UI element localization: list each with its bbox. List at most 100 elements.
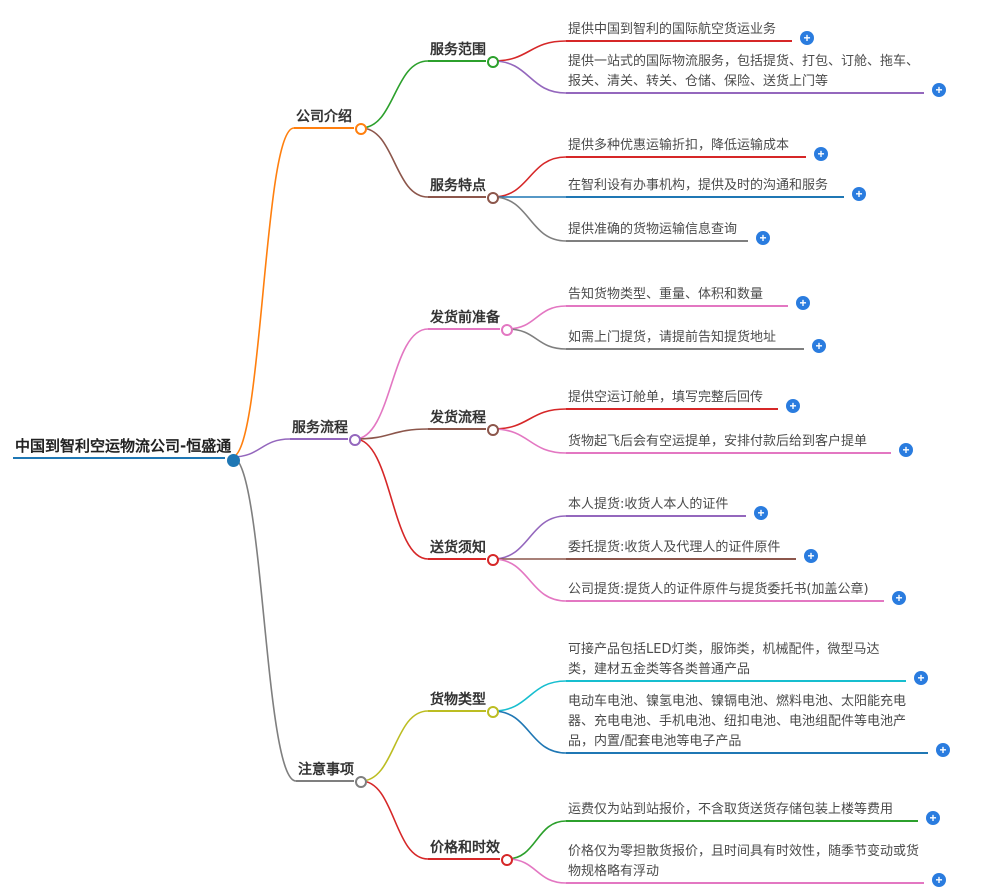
leaf-node[interactable]: 运费仅为站到站报价，不含取货送货存储包装上楼等费用 + xyxy=(566,800,940,825)
add-button[interactable]: + xyxy=(796,296,810,310)
leaf-node[interactable]: 在智利设有办事机构，提供及时的沟通和服务 + xyxy=(566,176,866,201)
leaf-label: 本人提货:收货人本人的证件 xyxy=(566,495,746,517)
leaf-node[interactable]: 电动车电池、镍氢电池、镍镉电池、燃料电池、太阳能充电器、充电电池、手机电池、纽扣… xyxy=(566,692,950,757)
branch-node-notes[interactable]: 注意事项 xyxy=(296,760,367,788)
leaf-node[interactable]: 委托提货:收货人及代理人的证件原件 + xyxy=(566,538,818,563)
link-shipping-leaf2 xyxy=(492,428,567,454)
collapse-circle[interactable] xyxy=(501,324,513,336)
plus-icon: + xyxy=(799,296,807,310)
collapse-circle[interactable] xyxy=(487,424,499,436)
collapse-circle[interactable] xyxy=(349,434,361,446)
sub-node-delivery-notice[interactable]: 送货须知 xyxy=(428,538,499,566)
collapse-circle[interactable] xyxy=(355,123,367,135)
branch-node-company-intro[interactable]: 公司介绍 xyxy=(294,107,367,135)
sub-label: 送货须知 xyxy=(428,538,486,560)
plus-icon: + xyxy=(902,443,910,457)
leaf-node[interactable]: 提供准确的货物运输信息查询 + xyxy=(566,220,770,245)
add-button[interactable]: + xyxy=(754,506,768,520)
link-company-intro-service-features xyxy=(360,127,429,198)
link-service-process-delivery xyxy=(354,438,429,560)
leaf-label: 货物起飞后会有空运提单，安排付款后给到客户提单 xyxy=(566,432,891,454)
plus-icon: + xyxy=(895,591,903,605)
add-button[interactable]: + xyxy=(899,443,913,457)
plus-icon: + xyxy=(939,743,947,757)
sub-node-service-scope[interactable]: 服务范围 xyxy=(428,40,499,68)
link-service-features-leaf1 xyxy=(492,156,567,198)
link-prep-leaf2 xyxy=(506,328,567,350)
add-button[interactable]: + xyxy=(914,671,928,685)
root-label: 中国到智利空运物流公司-恒盛通 xyxy=(13,435,231,459)
link-price-leaf2 xyxy=(506,858,567,884)
link-service-scope-leaf2 xyxy=(492,60,567,94)
collapse-circle[interactable] xyxy=(487,56,499,68)
collapse-circle[interactable] xyxy=(487,706,499,718)
sub-label: 发货流程 xyxy=(428,408,486,430)
add-button[interactable]: + xyxy=(786,399,800,413)
leaf-node[interactable]: 价格仅为零担散货报价，且时间具有时效性，随季节变动或货物规格略有浮动 + xyxy=(566,842,946,887)
add-button[interactable]: + xyxy=(814,147,828,161)
sub-node-cargo-types[interactable]: 货物类型 xyxy=(428,690,499,718)
add-button[interactable]: + xyxy=(932,873,946,887)
link-service-features-leaf3 xyxy=(492,196,567,242)
root-node[interactable]: 中国到智利空运物流公司-恒盛通 xyxy=(13,435,240,467)
leaf-node[interactable]: 如需上门提货，请提前告知提货地址 + xyxy=(566,328,826,353)
add-button[interactable]: + xyxy=(800,31,814,45)
plus-icon: + xyxy=(917,671,925,685)
collapse-circle[interactable] xyxy=(355,776,367,788)
add-button[interactable]: + xyxy=(926,811,940,825)
add-button[interactable]: + xyxy=(852,187,866,201)
leaf-label: 提供多种优惠运输折扣，降低运输成本 xyxy=(566,136,806,158)
leaf-node[interactable]: 告知货物类型、重量、体积和数量 + xyxy=(566,285,810,310)
leaf-label: 提供一站式的国际物流服务，包括提货、打包、订舱、拖车、报关、清关、转关、仓储、保… xyxy=(566,52,924,94)
branch-label: 公司介绍 xyxy=(294,107,354,129)
collapse-circle[interactable] xyxy=(487,192,499,204)
sub-node-service-features[interactable]: 服务特点 xyxy=(428,176,499,204)
leaf-label: 可接产品包括LED灯类，服饰类，机械配件，微型马达类，建材五金类等各类普通产品 xyxy=(566,640,906,682)
leaf-label: 电动车电池、镍氢电池、镍镉电池、燃料电池、太阳能充电器、充电电池、手机电池、纽扣… xyxy=(566,692,928,754)
link-delivery-leaf1 xyxy=(492,515,567,560)
add-button[interactable]: + xyxy=(804,549,818,563)
collapse-circle[interactable] xyxy=(501,854,513,866)
leaf-label: 委托提货:收货人及代理人的证件原件 xyxy=(566,538,796,560)
link-notes-price xyxy=(360,780,429,860)
sub-label: 货物类型 xyxy=(428,690,486,712)
add-button[interactable]: + xyxy=(892,591,906,605)
sub-node-pre-shipping-prep[interactable]: 发货前准备 xyxy=(428,308,513,336)
leaf-node[interactable]: 提供中国到智利的国际航空货运业务 + xyxy=(566,20,814,45)
leaf-node[interactable]: 提供空运订舱单，填写完整后回传 + xyxy=(566,388,800,413)
link-shipping-leaf1 xyxy=(492,408,567,430)
link-service-process-shipping xyxy=(354,428,429,440)
leaf-label: 如需上门提货，请提前告知提货地址 xyxy=(566,328,804,350)
leaf-node[interactable]: 可接产品包括LED灯类，服饰类，机械配件，微型马达类，建材五金类等各类普通产品 … xyxy=(566,640,928,685)
link-notes-cargo-types xyxy=(360,710,429,782)
add-button[interactable]: + xyxy=(756,231,770,245)
sub-node-shipping-process[interactable]: 发货流程 xyxy=(428,408,499,436)
plus-icon: + xyxy=(817,147,825,161)
add-button[interactable]: + xyxy=(936,743,950,757)
add-button[interactable]: + xyxy=(812,339,826,353)
sub-label: 服务范围 xyxy=(428,40,486,62)
leaf-node[interactable]: 提供多种优惠运输折扣，降低运输成本 + xyxy=(566,136,828,161)
plus-icon: + xyxy=(757,506,765,520)
branch-node-service-process[interactable]: 服务流程 xyxy=(290,418,361,446)
add-button[interactable]: + xyxy=(932,83,946,97)
branch-label: 注意事项 xyxy=(296,760,354,782)
root-collapse-dot[interactable] xyxy=(227,454,240,467)
plus-icon: + xyxy=(935,83,943,97)
link-service-process-prep xyxy=(354,328,429,440)
leaf-label: 提供空运订舱单，填写完整后回传 xyxy=(566,388,778,410)
branch-label: 服务流程 xyxy=(290,418,348,440)
leaf-label: 提供准确的货物运输信息查询 xyxy=(566,220,748,242)
leaf-node[interactable]: 本人提货:收货人本人的证件 + xyxy=(566,495,768,520)
link-root-company-intro xyxy=(231,127,295,458)
plus-icon: + xyxy=(803,31,811,45)
sub-node-price-and-timeliness[interactable]: 价格和时效 xyxy=(428,838,513,866)
link-company-intro-service-scope xyxy=(360,60,429,129)
link-service-scope-leaf1 xyxy=(492,40,567,62)
leaf-node[interactable]: 提供一站式的国际物流服务，包括提货、打包、订舱、拖车、报关、清关、转关、仓储、保… xyxy=(566,52,946,97)
leaf-node[interactable]: 货物起飞后会有空运提单，安排付款后给到客户提单 + xyxy=(566,432,913,457)
collapse-circle[interactable] xyxy=(487,554,499,566)
leaf-node[interactable]: 公司提货:提货人的证件原件与提货委托书(加盖公章) + xyxy=(566,580,906,605)
leaf-label: 价格仅为零担散货报价，且时间具有时效性，随季节变动或货物规格略有浮动 xyxy=(566,842,924,884)
